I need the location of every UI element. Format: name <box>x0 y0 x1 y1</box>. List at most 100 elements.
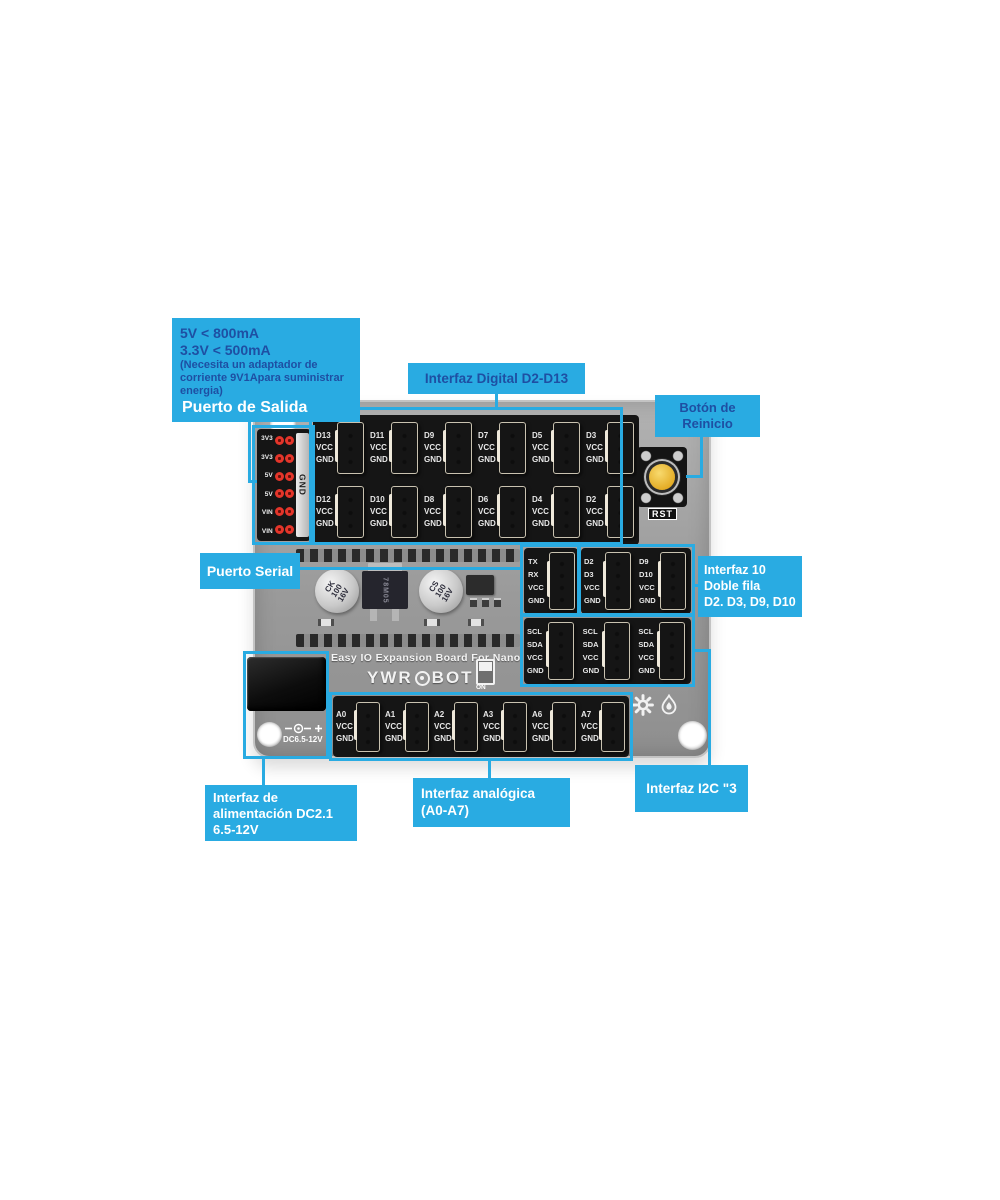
gnd-label: GND <box>434 733 452 743</box>
jst-connector <box>551 421 580 474</box>
jst-connector <box>601 622 630 680</box>
jst-connector <box>551 485 580 538</box>
pin-label-vin: VIN <box>261 527 273 535</box>
jst-connector <box>389 421 418 474</box>
mounting-hole-bottom-left <box>257 722 282 747</box>
callout-text: (A0-A7) <box>421 803 470 818</box>
gnd-label: GND <box>582 666 600 675</box>
gnd-label: GND <box>370 518 388 528</box>
vcc-label: VCC <box>336 721 353 731</box>
jst-connector <box>599 701 625 752</box>
water-drop-icon <box>661 694 677 715</box>
gnd-label: GND <box>483 733 501 743</box>
vcc-label: VCC <box>478 442 495 452</box>
pin-name: D10 <box>370 494 385 504</box>
vcc-label: VCC <box>527 653 543 662</box>
logo-text: YWR <box>367 668 413 687</box>
header-pin <box>284 489 294 499</box>
pin-labels: D9 D10 VCC GND <box>637 555 660 607</box>
vcc-label: VCC <box>532 721 549 731</box>
gnd-label: GND <box>532 518 550 528</box>
jst-connector <box>603 552 631 610</box>
pin-name: D6 <box>478 494 489 504</box>
connector-line <box>694 584 700 587</box>
scl-label: SCL <box>527 627 542 636</box>
gnd-label: GND <box>639 596 656 605</box>
sda-label: SDA <box>582 640 599 649</box>
gnd-label: GND <box>316 518 334 528</box>
pin-label-5v: 5V <box>264 472 273 480</box>
smd-resistor <box>318 619 334 626</box>
gnd-label: GND <box>586 518 604 528</box>
switch-knob <box>479 662 492 671</box>
highlight-outline-power-header <box>252 425 315 545</box>
vcc-label: VCC <box>424 442 441 452</box>
dc-barrel-jack <box>247 657 326 711</box>
highlight-outline-digital <box>309 407 623 545</box>
vcc-label: VCC <box>638 653 655 662</box>
header-pin <box>275 524 285 534</box>
sda-label: SDA <box>527 640 543 649</box>
i2c-connector-zone: SCL SDA VCC GND SCL SDA VCC GND SCL SDA … <box>524 618 691 684</box>
pin-name: D5 <box>532 430 543 440</box>
jst-connector <box>335 485 364 538</box>
pin-name: A0 <box>336 709 347 719</box>
pin-name: D10 <box>639 570 653 579</box>
pin-name: D2 <box>584 557 594 566</box>
jst-connector <box>335 421 364 474</box>
gnd-label: GND <box>532 733 550 743</box>
capacitor-cs: CS 100 16V <box>419 569 463 613</box>
vcc-label: VCC <box>582 653 599 662</box>
dual-row-connector-zone: D2 D3 VCC GND D9 D10 VCC GND <box>581 548 691 614</box>
capacitor-ck: CK 100 16V <box>315 569 359 613</box>
gnd-label: GND <box>336 733 354 743</box>
pin-name: D13 <box>316 430 331 440</box>
vcc-label: VCC <box>639 583 655 592</box>
jst-connector <box>501 701 527 752</box>
vcc-label: VCC <box>581 721 598 731</box>
header-pin <box>284 471 294 481</box>
highlight-outline-dual-row <box>577 544 695 616</box>
callout-text: 6.5-12V <box>213 822 259 837</box>
pin-labels: SCL SDA VCC GND <box>525 625 548 677</box>
header-pin <box>284 524 294 534</box>
polarity-icon <box>285 723 322 734</box>
sda-label: SDA <box>638 640 655 649</box>
header-pin <box>275 453 285 463</box>
callout-interfaz-alimentacion: Interfaz de alimentación DC2.1 6.5-12V <box>205 785 357 841</box>
callout-text: Interfaz de <box>213 790 279 805</box>
jst-connector <box>452 701 478 752</box>
highlight-outline-serial <box>520 544 581 616</box>
header-pin <box>284 453 294 463</box>
capacitor-print: CK 100 16V <box>323 579 351 603</box>
slide-switch <box>476 659 495 685</box>
gnd-label: GND <box>424 518 442 528</box>
regulator-leg <box>370 609 377 621</box>
callout-text: Interfaz analógica <box>421 786 536 801</box>
vcc-label: VCC <box>584 583 600 592</box>
callout-interfaz-digital: Interfaz Digital D2-D13 <box>408 363 585 394</box>
header-pin <box>275 507 285 517</box>
jst-connector <box>443 485 472 538</box>
callout-puerto-serial: Puerto Serial <box>200 553 300 589</box>
jst-connector <box>443 421 472 474</box>
vcc-label: VCC <box>424 506 441 516</box>
connector-cell: SCL SDA VCC GND <box>580 618 636 684</box>
pin-name: A3 <box>483 709 494 719</box>
